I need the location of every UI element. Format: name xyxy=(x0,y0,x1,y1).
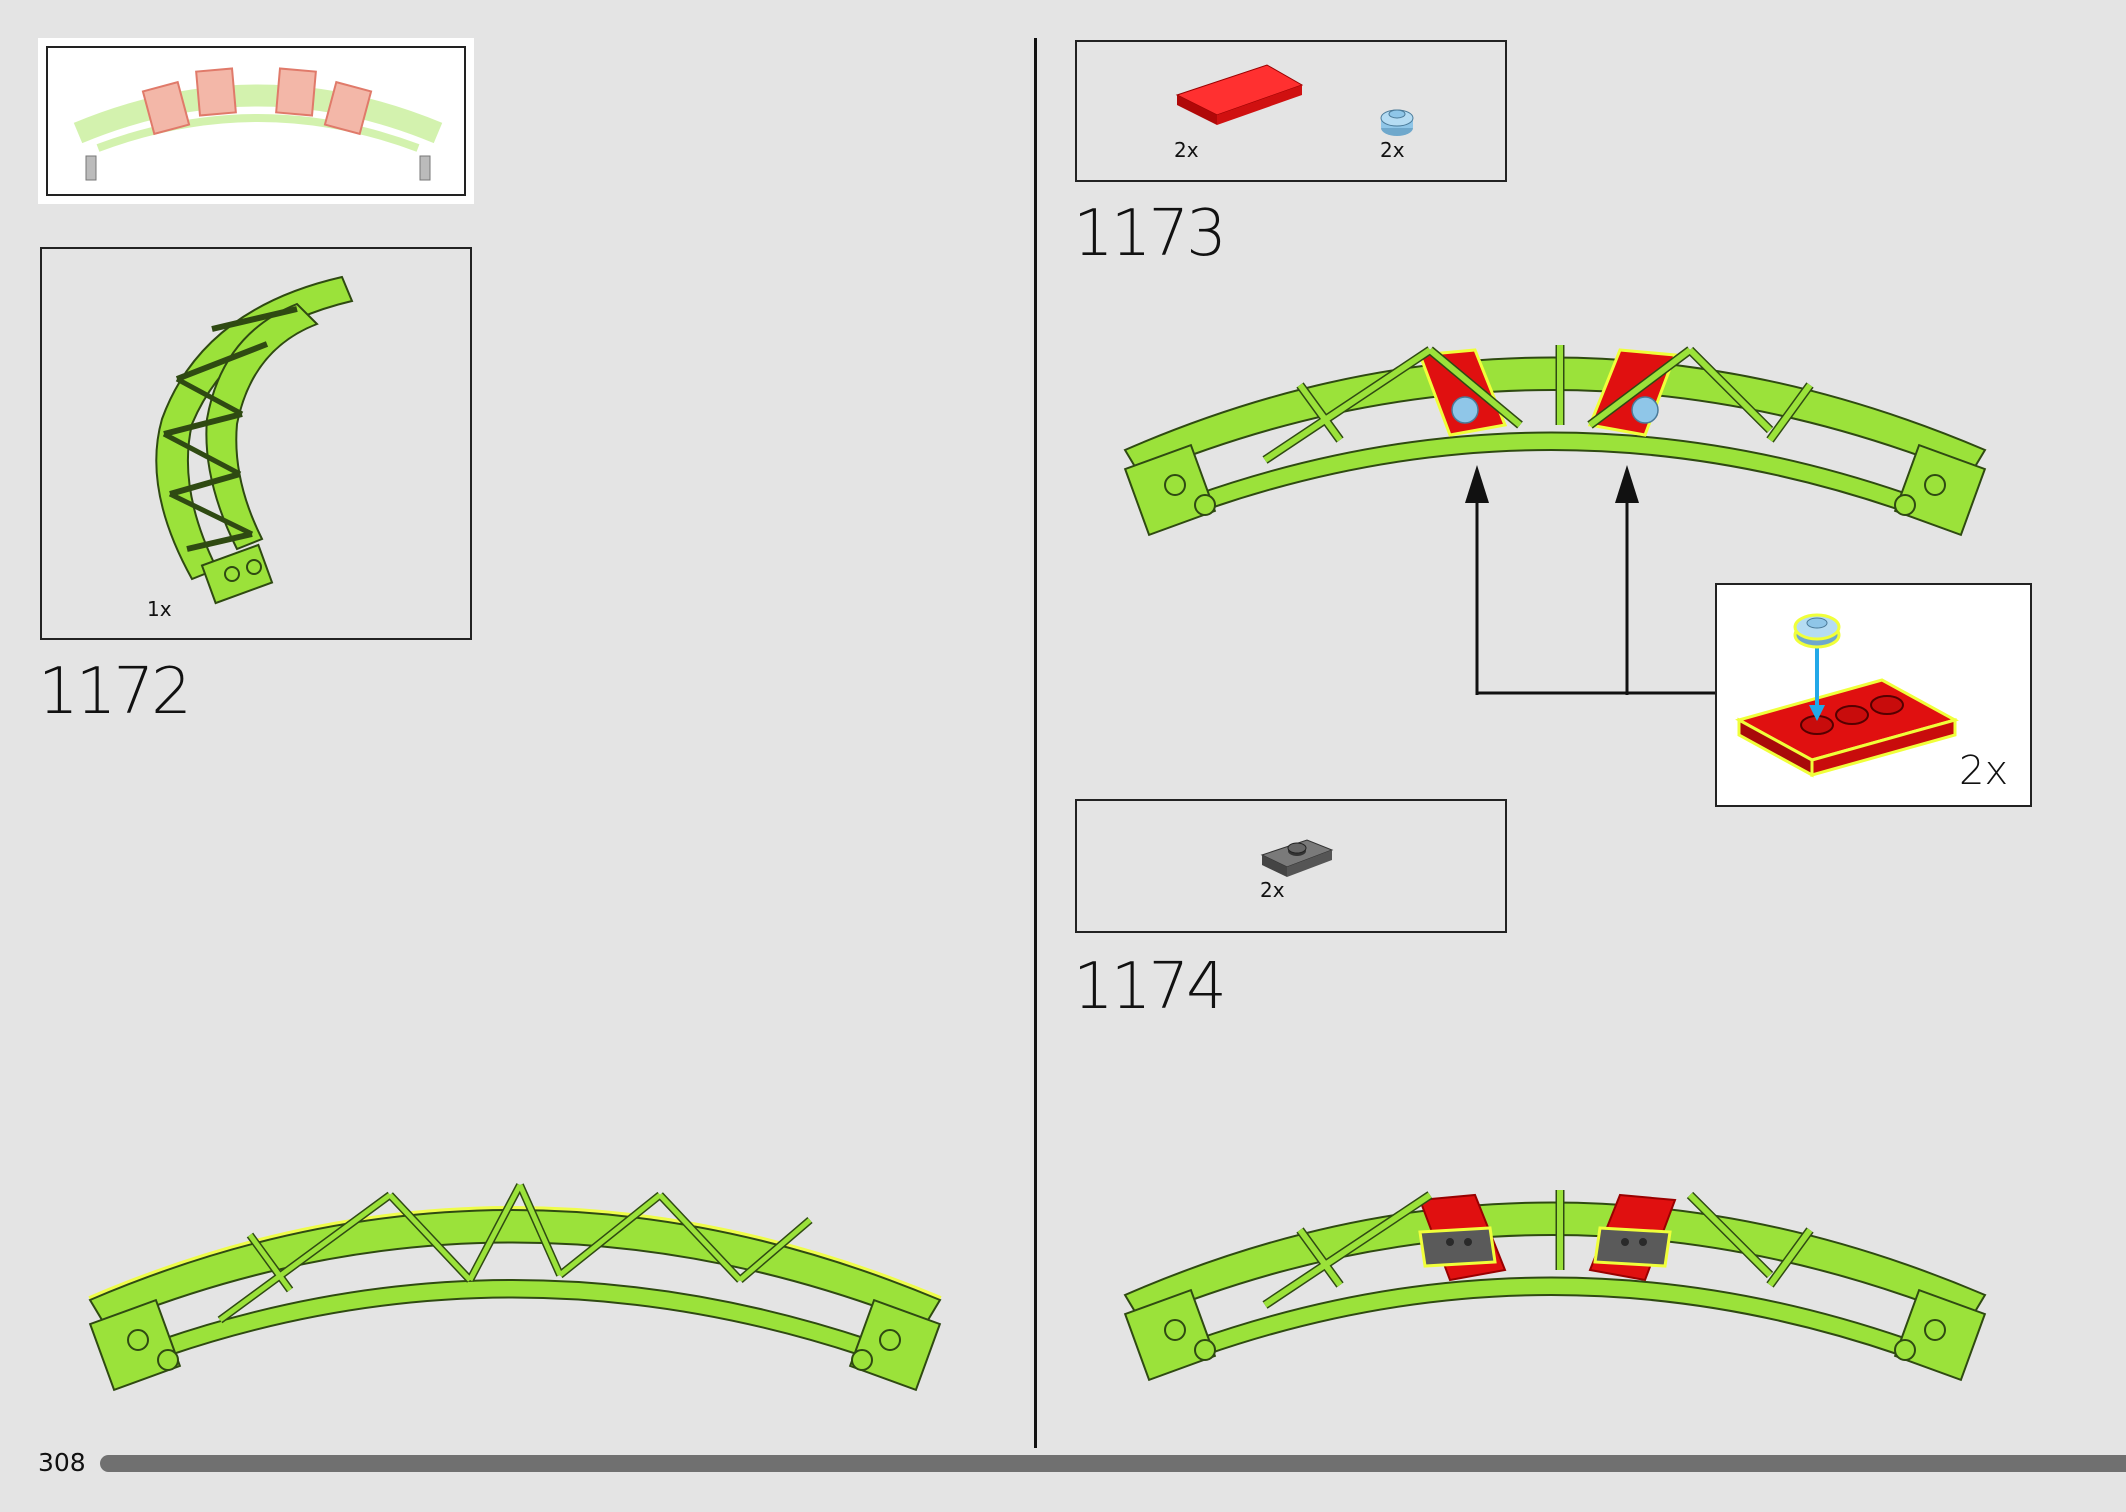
step-1172-track-assembly xyxy=(88,1183,942,1392)
step-1173-track-assembly xyxy=(1123,345,1987,537)
step-1173-blue-plate-qty: 2x xyxy=(1380,138,1405,162)
blue-round-plate-icon xyxy=(1380,109,1414,136)
step-1174-parts-box: 2x xyxy=(1075,799,1507,933)
step-1174-number: 1174 xyxy=(1073,950,1227,1024)
callout-arrows xyxy=(1465,465,1720,695)
progress-bar xyxy=(100,1455,2126,1472)
step-1173-number: 1173 xyxy=(1073,197,1227,271)
step-1172-part-qty: 1x xyxy=(147,597,172,621)
assembly-preview-icon xyxy=(73,67,443,181)
page-number: 308 xyxy=(38,1448,86,1477)
step-1173-red-tile-qty: 2x xyxy=(1174,138,1199,162)
dark-grey-jumper-plate-icon xyxy=(1260,839,1334,877)
step-1172-parts-box: 1x xyxy=(40,247,472,640)
overview-thumbnail xyxy=(40,40,472,202)
red-tile-icon xyxy=(1175,64,1304,125)
red-plate-with-blue-stud-icon xyxy=(1735,613,1959,778)
overview-thumbnail-frame xyxy=(46,46,466,196)
curved-truss-track-part xyxy=(155,275,354,605)
step-1173-callout-qty: 2x xyxy=(1959,748,2009,794)
step-1173-parts-box: 2x 2x xyxy=(1075,40,1507,182)
page-divider xyxy=(1034,38,1037,1448)
step-1173-callout: 2x xyxy=(1715,583,2032,807)
step-1174-track-assembly xyxy=(1123,1190,1987,1382)
step-1172-number: 1172 xyxy=(38,655,192,729)
step-1174-part-qty: 2x xyxy=(1260,878,1285,902)
